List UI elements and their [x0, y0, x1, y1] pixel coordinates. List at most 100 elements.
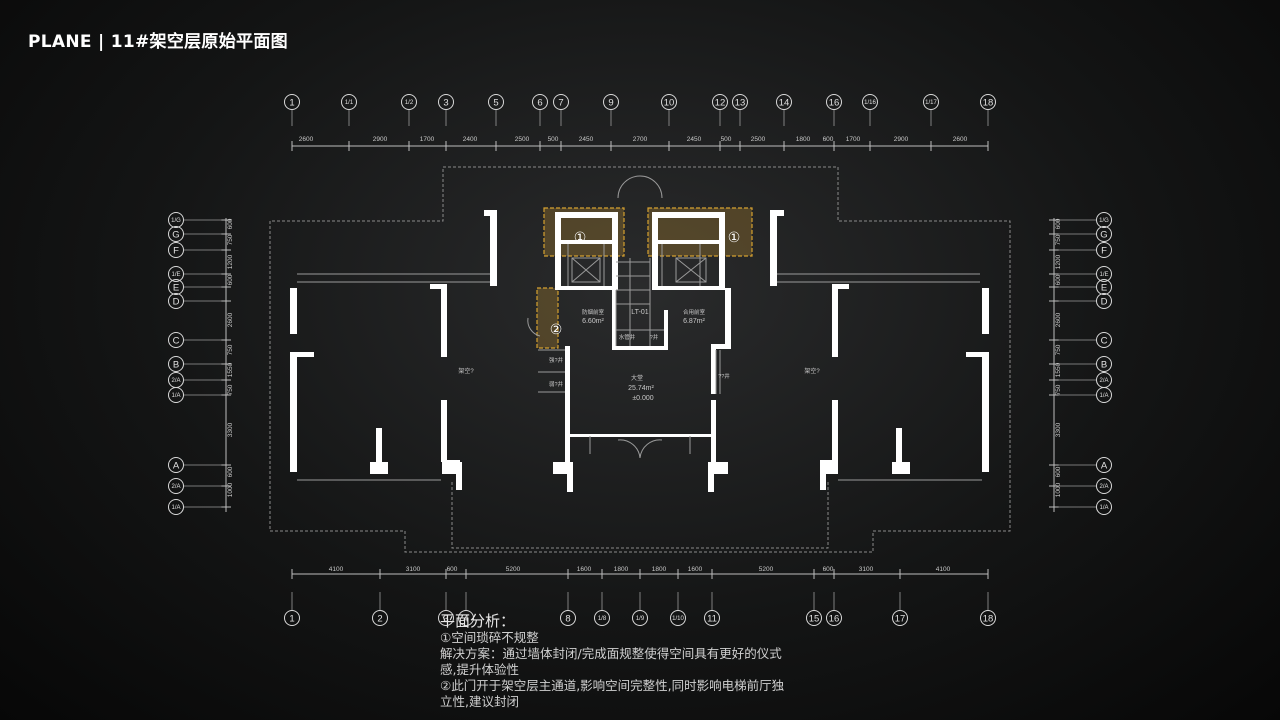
right-dim-1: 600 — [1055, 218, 1062, 229]
room-left-label: 架空? — [458, 367, 474, 375]
bottom-axis-bubble-3-circle — [438, 610, 454, 626]
analysis-heading: 平面分析： — [440, 612, 516, 630]
right-axis-bubble-5: E — [1101, 283, 1107, 294]
bottom-dim-10: 600 — [823, 566, 834, 573]
bottom-axis-bubble-13-circle — [980, 610, 996, 626]
top-axis-bubble-13-circle — [826, 94, 842, 110]
top-dim-1: 2600 — [299, 136, 314, 143]
left-axis-bubble-4-circle — [168, 266, 184, 282]
right-axis-bubble-10: 1/A — [1099, 393, 1108, 399]
top-axis-bubble-13: 16 — [829, 98, 840, 109]
bottom-axis-bubble-8-circle — [670, 610, 686, 626]
left-axis-bubble-10: 1/A — [171, 393, 180, 399]
left-dim-6: 750 — [227, 344, 234, 355]
marker-2: ② — [550, 322, 563, 338]
marker-1-left: ① — [574, 230, 587, 246]
bottom-axis-bubble-7: 1/9 — [636, 616, 645, 622]
hall-label: 大堂 — [631, 374, 643, 382]
left-axis-bubble-12-circle — [168, 478, 184, 494]
bottom-axis-bubble-4: 4 — [463, 614, 468, 625]
hall-area: 25.74m² — [628, 385, 654, 392]
top-axis-bubble-7-circle — [553, 94, 569, 110]
left-dim-4: 600 — [227, 274, 234, 285]
duct-label: 水管井 — [619, 333, 636, 341]
top-axis-bubble-12: 14 — [779, 98, 790, 109]
right-axis-bubble-13-circle — [1096, 499, 1112, 515]
right-dim-3: 1200 — [1055, 254, 1062, 269]
right-axis-bubble-5-circle — [1096, 279, 1112, 295]
left-axis-bubble-2-circle — [168, 226, 184, 242]
bottom-axis-bubble-2: 2 — [377, 614, 382, 625]
left-axis-bubble-11: A — [173, 461, 180, 472]
shared-room-area: 6.87m² — [683, 318, 705, 325]
side-dimension-ticks — [221, 219, 1059, 508]
top-dim-2: 2900 — [373, 136, 388, 143]
small-room-label: ?井 — [650, 333, 659, 341]
top-axis-bubble-9: 10 — [664, 98, 675, 109]
bottom-axis-bubble-1-circle — [284, 610, 300, 626]
lift-label: LT-01 — [631, 309, 648, 316]
top-axis-bubble-6-circle — [532, 94, 548, 110]
page-title: PLANE | 11#架空层原始平面图 — [28, 32, 288, 52]
bottom-axis-bubble-11-circle — [826, 610, 842, 626]
bottom-dim-9: 5200 — [759, 566, 774, 573]
bottom-dim-12: 4100 — [936, 566, 951, 573]
left-axis-bubble-8: B — [173, 360, 179, 371]
bottom-axis-bubble-2-circle — [372, 610, 388, 626]
right-axis-bubble-11-circle — [1096, 457, 1112, 473]
top-dim-15: 2900 — [894, 136, 909, 143]
bottom-dim-2: 3100 — [406, 566, 421, 573]
top-axis-bubble-15-circle — [923, 94, 939, 110]
bottom-dim-6: 1800 — [614, 566, 629, 573]
top-axis-bubble-10: 12 — [715, 98, 726, 109]
analysis-panel: 平面分析： ①空间琐碎不规整 解决方案：通过墙体封闭/完成面规整使得空间具有更好… — [440, 612, 860, 710]
right-dim-6: 750 — [1055, 344, 1062, 355]
room-right-label: 架空? — [804, 367, 820, 375]
left-dim-1: 600 — [227, 218, 234, 229]
right-axis-bubble-2-circle — [1096, 226, 1112, 242]
top-dim-13: 600 — [823, 136, 834, 143]
top-axis-bubble-5-circle — [488, 94, 504, 110]
left-axis-bubble-2: G — [172, 230, 179, 241]
top-dim-9: 2450 — [687, 136, 702, 143]
right-axis-bubble-12: 2/A — [1099, 484, 1108, 490]
top-axis-bubble-10-circle — [712, 94, 728, 110]
top-axis-bubble-5: 5 — [493, 98, 498, 109]
left-axis-bubble-1: 1/G — [171, 218, 181, 224]
top-dim-8: 2700 — [633, 136, 648, 143]
left-axis-bubble-13-circle — [168, 499, 184, 515]
right-axis-bubble-6-circle — [1096, 293, 1112, 309]
top-axis-bubble-16-circle — [980, 94, 996, 110]
left-dim-11: 1000 — [227, 482, 234, 497]
left-dim-3: 1200 — [227, 254, 234, 269]
top-axis-bubble-14: 1/16 — [864, 100, 876, 106]
right-dim-9: 3300 — [1055, 422, 1062, 437]
top-axis-bubble-1-circle — [284, 94, 300, 110]
bottom-axis-bubble-10-circle — [806, 610, 822, 626]
right-axis-bubble-4: 1/E — [1099, 272, 1108, 278]
right-axis-bubble-4-circle — [1096, 266, 1112, 282]
problem-markers: ① ① ② — [550, 230, 741, 338]
right-axis-bubble-6: D — [1101, 297, 1108, 308]
equip-label: ??井 — [718, 372, 730, 380]
walls — [290, 210, 989, 492]
highlight-zone-door — [536, 287, 559, 349]
left-dim-10: 600 — [227, 466, 234, 477]
right-axis-bubble-8: B — [1101, 360, 1107, 371]
bottom-dim-7: 1800 — [652, 566, 667, 573]
bottom-dim-3: 600 — [447, 566, 458, 573]
top-dim-4: 2400 — [463, 136, 478, 143]
top-dim-12: 1800 — [796, 136, 811, 143]
top-dim-7: 2450 — [579, 136, 594, 143]
bottom-dim-11: 3100 — [859, 566, 874, 573]
fire-room-area: 6.60m² — [582, 318, 604, 325]
plan-outline — [269, 166, 1011, 553]
right-axis-bubble-9: 2/A — [1099, 378, 1108, 384]
right-dim-8: 750 — [1055, 384, 1062, 395]
top-axis-bubble-2-circle — [341, 94, 357, 110]
top-dim-14: 1700 — [846, 136, 861, 143]
shaft-a-label: 强?井 — [549, 356, 564, 364]
bottom-axis-bubble-6: 1/8 — [598, 616, 607, 622]
